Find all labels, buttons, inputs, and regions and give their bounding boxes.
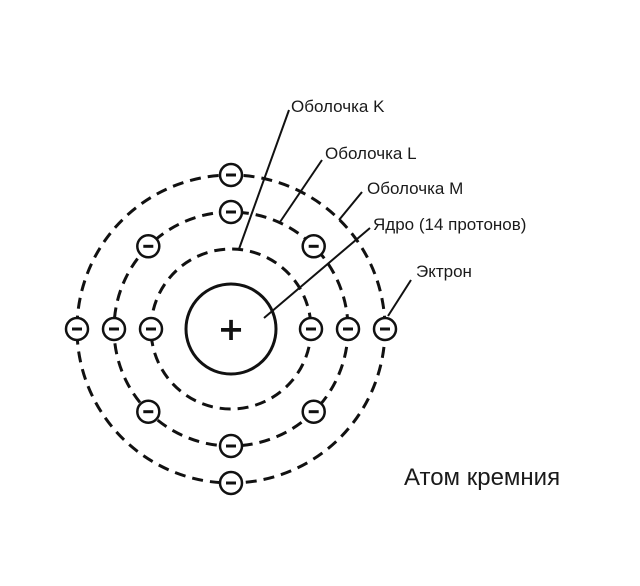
leader-line-shell-m xyxy=(338,191,363,221)
electron-shell-l-4 xyxy=(136,234,161,259)
nucleus xyxy=(184,282,278,376)
electron-shell-l-8 xyxy=(301,399,326,424)
nucleus-plus-sign: + xyxy=(218,310,245,348)
electron-shell-k-1 xyxy=(298,316,324,342)
leader-line-electron xyxy=(387,279,412,317)
label-electron: Эктрон xyxy=(416,262,472,281)
label-shell-m: Оболочка M xyxy=(367,179,464,198)
electron-shell-m-3 xyxy=(64,316,90,342)
electron-shell-l-3 xyxy=(218,199,244,225)
electron-shell-m-1 xyxy=(372,316,398,342)
caption-silicon-atom: Атом кремния xyxy=(404,464,561,491)
electron-shell-l-5 xyxy=(101,316,127,342)
electron-shell-k-2 xyxy=(138,316,164,342)
electron-shell-l-2 xyxy=(301,234,326,259)
electron-shell-l-7 xyxy=(218,433,244,459)
label-shell-l: Оболочка L xyxy=(325,144,417,163)
leader-line-nucleus xyxy=(263,227,371,319)
label-shell-k: Оболочка K xyxy=(291,97,385,116)
electrons-group xyxy=(64,162,398,496)
electron-shell-l-1 xyxy=(335,316,361,342)
label-nucleus: Ядро (14 протонов) xyxy=(373,215,527,234)
electron-shell-l-6 xyxy=(136,399,161,424)
electron-shell-m-4 xyxy=(218,470,244,496)
electron-shell-m-2 xyxy=(218,162,244,188)
leader-line-shell-l xyxy=(279,159,323,223)
leader-line-shell-k xyxy=(238,109,290,250)
